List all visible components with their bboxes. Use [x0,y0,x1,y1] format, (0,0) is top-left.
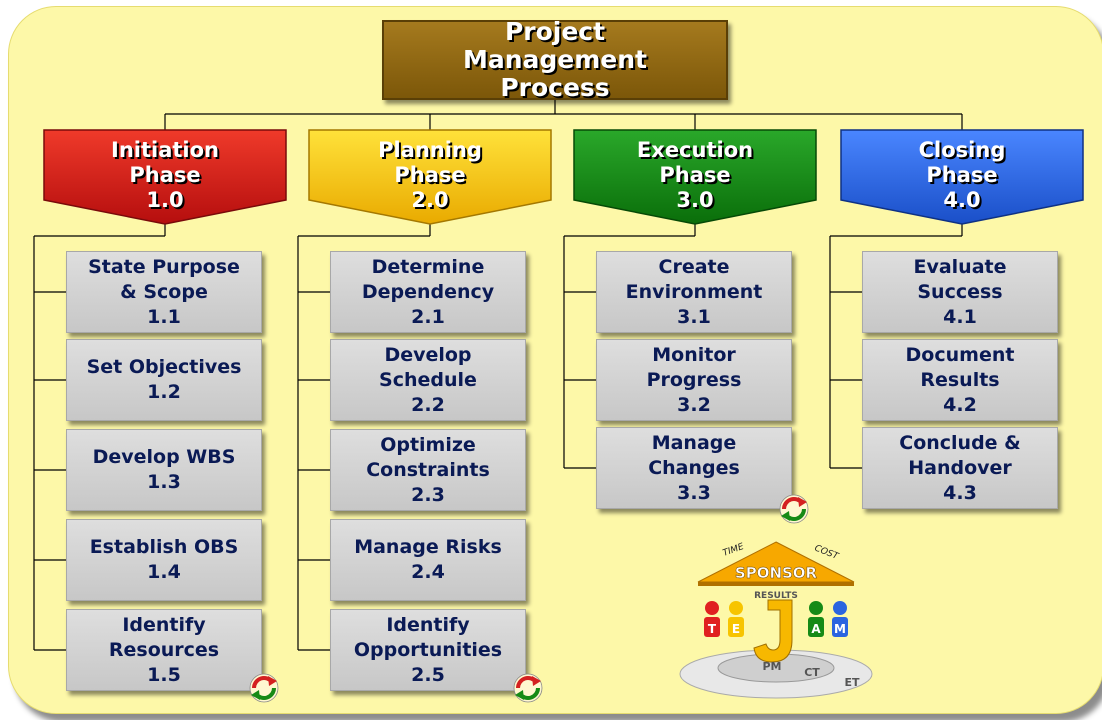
logo-cost-text: COST [813,544,841,563]
task-label: Conclude & Handover 4.3 [899,431,1021,504]
task-3-3: Manage Changes 3.3 [596,427,792,509]
logo-letter-e: E [732,622,740,636]
task-2-5: Identify Opportunities 2.5 [330,609,526,691]
logo-ct-text: CT [804,666,820,679]
task-label: Identify Opportunities 2.5 [353,613,503,686]
task-label: Manage Changes 3.3 [648,431,740,504]
task-1-3: Develop WBS 1.3 [66,429,262,511]
task-label: Establish OBS 1.4 [89,536,239,583]
logo-time-text: TIME [722,542,746,559]
task-4-1: Evaluate Success 4.1 [862,251,1058,333]
phase-label: Closing Phase 4.0 [918,138,1006,212]
task-1-2: Set Objectives 1.2 [66,339,262,421]
task-4-2: Document Results 4.2 [862,339,1058,421]
logo-pm-text: PM [762,660,781,673]
task-2-4: Manage Risks 2.4 [330,519,526,601]
logo-results-text: RESULTS [754,591,798,601]
root-title: Project Management Process [462,17,648,102]
task-3-2: Monitor Progress 3.2 [596,339,792,421]
logo-letter-m: M [834,622,846,636]
task-label: Develop Schedule 2.2 [379,343,477,416]
task-1-5: Identify Resources 1.5 [66,609,262,691]
logo-et-text: ET [844,676,860,689]
task-label: Manage Risks 2.4 [354,536,502,583]
task-2-1: Determine Dependency 2.1 [330,251,526,333]
task-2-3: Optimize Constraints 2.3 [330,429,526,511]
cycle-arrows-icon [249,673,279,703]
cycle-arrows-icon [779,494,809,524]
task-label: Document Results 4.2 [905,343,1015,416]
task-label: Optimize Constraints 2.3 [366,433,490,506]
task-label: State Purpose & Scope 1.1 [88,255,240,328]
phase-closing: Closing Phase 4.0 [839,128,1085,228]
task-2-2: Develop Schedule 2.2 [330,339,526,421]
phase-label: Initiation Phase 1.0 [111,138,219,212]
logo-letter-t: T [708,622,717,636]
sponsor-team-logo: SPONSOR TIME COST RESULTS T E A M PM CT … [679,541,873,699]
phase-execution: Execution Phase 3.0 [572,128,818,228]
task-label: Monitor Progress 3.2 [646,343,742,416]
task-label: Identify Resources 1.5 [108,613,220,686]
cycle-arrows-icon [513,673,543,703]
logo-sponsor-text: SPONSOR [735,564,818,582]
task-label: Develop WBS 1.3 [92,446,236,493]
phase-label: Planning Phase 2.0 [378,138,482,212]
task-3-1: Create Environment 3.1 [596,251,792,333]
logo-letter-a: A [811,622,821,636]
task-1-4: Establish OBS 1.4 [66,519,262,601]
task-label: Evaluate Success 4.1 [913,255,1007,328]
root-node: Project Management Process [382,17,728,102]
task-label: Set Objectives 1.2 [86,356,242,403]
task-label: Determine Dependency 2.1 [361,255,495,328]
phase-label: Execution Phase 3.0 [636,138,754,212]
task-1-1: State Purpose & Scope 1.1 [66,251,262,333]
task-label: Create Environment 3.1 [625,255,763,328]
phase-initiation: Initiation Phase 1.0 [42,128,288,228]
task-4-3: Conclude & Handover 4.3 [862,427,1058,509]
phase-planning: Planning Phase 2.0 [307,128,553,228]
